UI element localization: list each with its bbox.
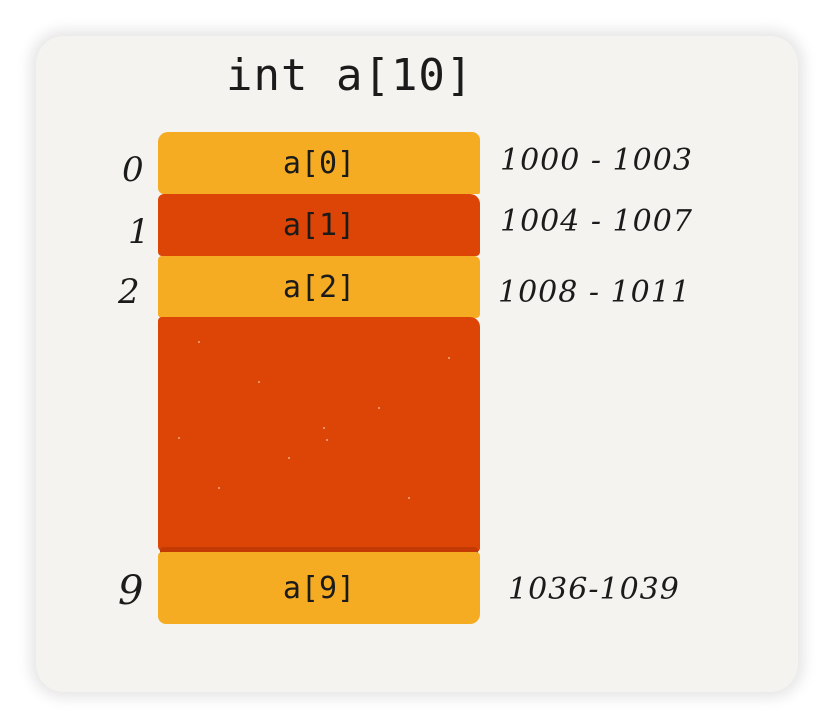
array-cell-label: a[0] <box>282 145 356 181</box>
array-cell-label: a[9] <box>282 570 356 606</box>
array-cell-9: a[9] <box>158 552 480 624</box>
address-range-1: 1004 - 1007 <box>500 204 693 239</box>
texture-speck <box>408 497 410 499</box>
texture-speck <box>288 457 290 459</box>
array-declaration-title: int a[10] <box>226 50 474 101</box>
block-bottom-edge <box>160 547 478 555</box>
address-range-0: 1000 - 1003 <box>500 143 693 178</box>
array-cell-1: a[1] <box>158 194 480 256</box>
texture-speck <box>218 487 220 489</box>
array-cell-2: a[2] <box>158 256 480 318</box>
address-range-2: 1008 - 1011 <box>498 275 691 310</box>
texture-speck <box>378 407 380 409</box>
index-label-2: 2 <box>118 272 140 312</box>
index-label-9: 9 <box>118 568 144 614</box>
texture-speck <box>326 439 328 441</box>
elided-elements-block <box>158 317 480 552</box>
array-cell-0: a[0] <box>158 132 480 194</box>
array-cell-label: a[1] <box>282 207 356 243</box>
texture-speck <box>258 381 260 383</box>
index-label-1: 1 <box>128 212 150 252</box>
texture-speck <box>198 341 200 343</box>
texture-speck <box>448 357 450 359</box>
address-range-9: 1036-1039 <box>508 572 680 607</box>
array-cell-label: a[2] <box>282 269 356 305</box>
texture-speck <box>178 437 180 439</box>
index-label-0: 0 <box>122 150 144 190</box>
texture-speck <box>323 427 325 429</box>
